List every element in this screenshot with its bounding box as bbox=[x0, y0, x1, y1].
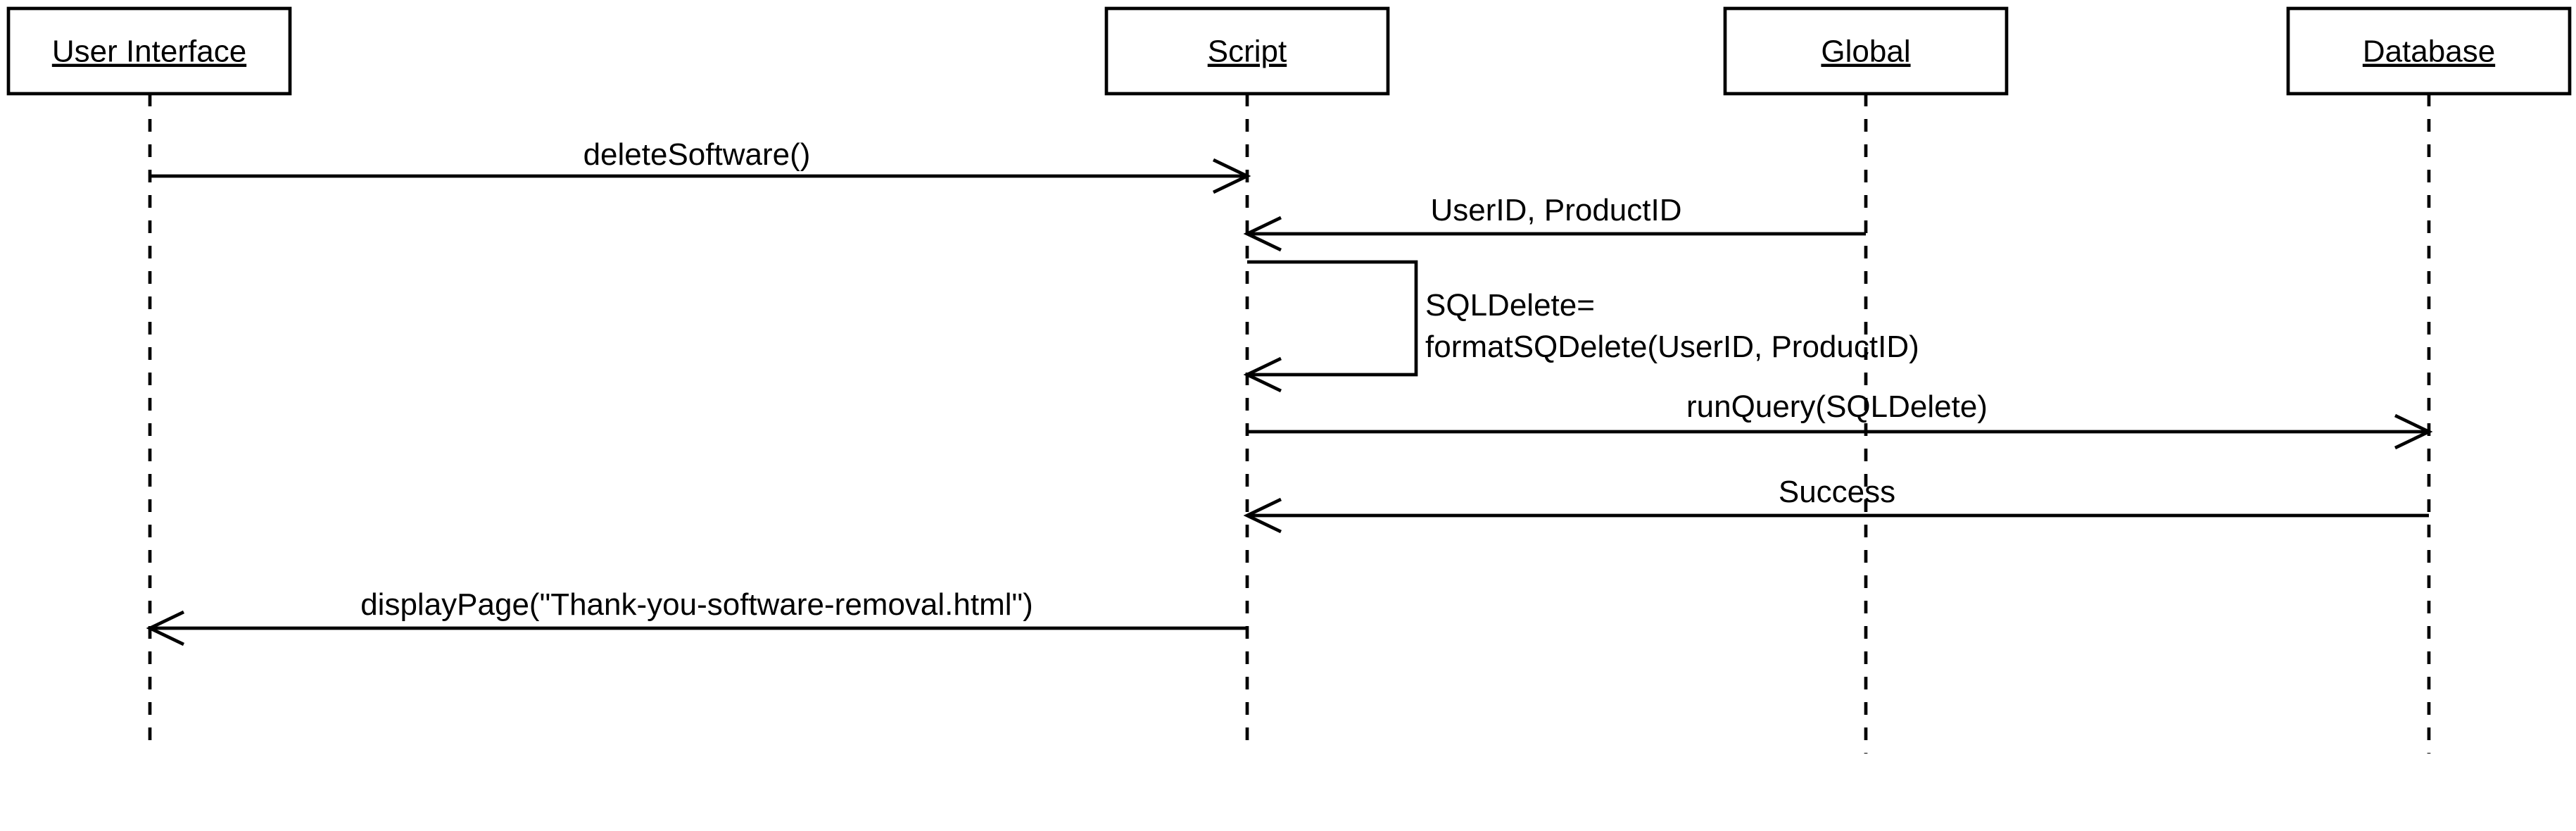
message-label: Success bbox=[1779, 475, 1895, 509]
actor-label-database: Database bbox=[2363, 35, 2495, 69]
actor-label-global: Global bbox=[1821, 35, 1910, 69]
actor-global: Global bbox=[1723, 6, 2009, 96]
message-label-line-1: SQLDelete= bbox=[1425, 288, 1595, 323]
actor-box-user-interface bbox=[6, 6, 292, 96]
message-userid-productid: UserID, ProductID bbox=[1243, 193, 1866, 252]
actor-box-global bbox=[1723, 6, 2009, 96]
arrow-left-icon bbox=[1243, 215, 1282, 252]
message-label: deleteSoftware() bbox=[583, 137, 811, 172]
message-label: runQuery(SQLDelete) bbox=[1686, 389, 1988, 424]
actor-script: Script bbox=[1104, 6, 1390, 96]
arrow-left-icon bbox=[1243, 356, 1282, 393]
message-line bbox=[1247, 260, 1418, 377]
message-display-page: displayPage("Thank-you-software-removal.… bbox=[146, 587, 1247, 646]
actor-label-script: Script bbox=[1208, 35, 1287, 69]
arrow-left-icon bbox=[1243, 497, 1282, 534]
message-self-sqldelete: SQLDelete= formatSQDelete(UserID, Produc… bbox=[1243, 260, 1919, 393]
message-label-line-2: formatSQDelete(UserID, ProductID) bbox=[1425, 330, 1919, 364]
actor-box-database bbox=[2286, 6, 2572, 96]
actor-box-script bbox=[1104, 6, 1390, 96]
arrow-right-icon bbox=[2394, 413, 2433, 450]
message-run-query: runQuery(SQLDelete) bbox=[1247, 389, 2433, 450]
message-success: Success bbox=[1243, 475, 2429, 534]
arrow-left-icon bbox=[146, 610, 185, 646]
actor-user-interface: User Interface bbox=[6, 6, 292, 96]
arrow-right-icon bbox=[1212, 158, 1251, 194]
actor-label-user-interface: User Interface bbox=[52, 35, 246, 69]
message-delete-software: deleteSoftware() bbox=[150, 137, 1251, 194]
actor-database: Database bbox=[2286, 6, 2572, 96]
message-label: UserID, ProductID bbox=[1431, 193, 1682, 227]
message-label: displayPage("Thank-you-software-removal.… bbox=[360, 587, 1033, 622]
